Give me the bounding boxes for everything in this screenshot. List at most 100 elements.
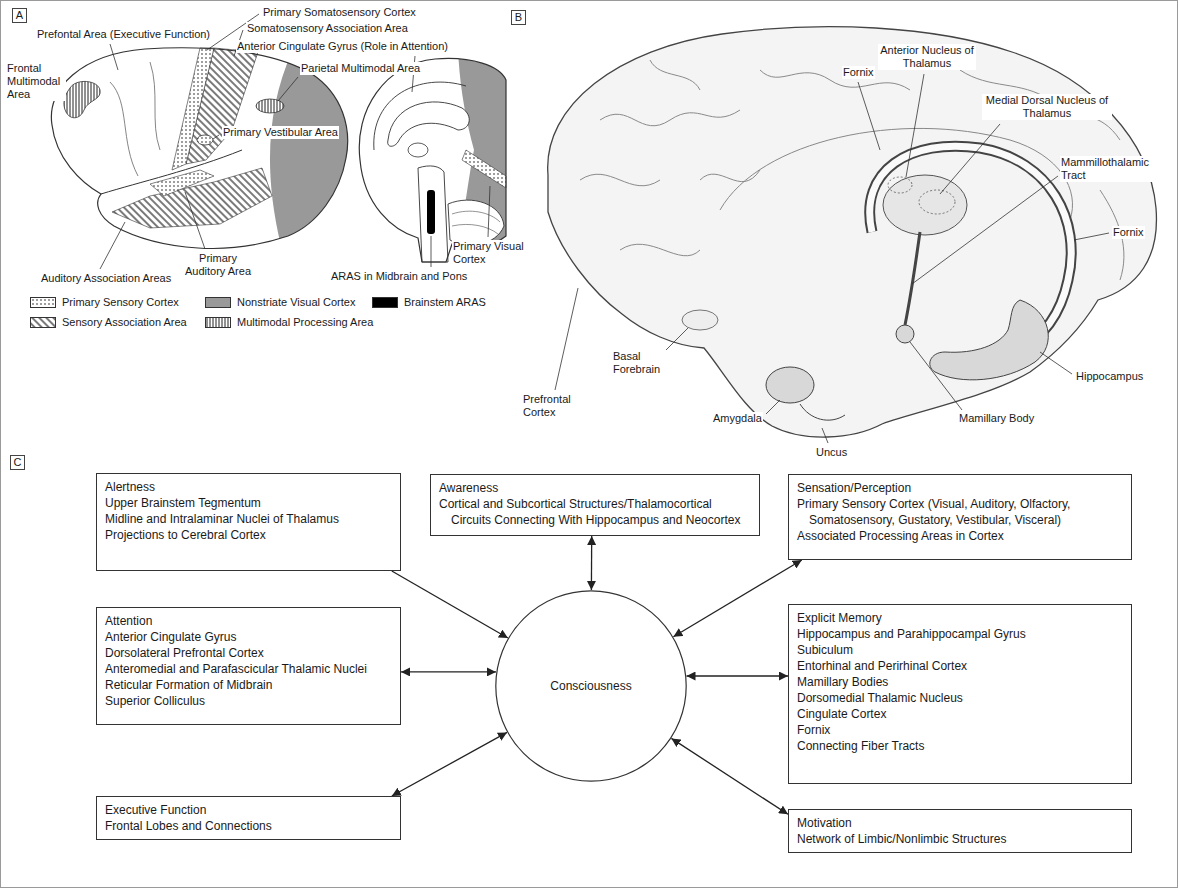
leader-line xyxy=(664,328,688,352)
part-label: Fornix xyxy=(842,66,875,79)
region-box: AwarenessCortical and Subcortical Struct… xyxy=(430,474,760,536)
box-heading: Motivation xyxy=(797,815,1123,831)
sulcus-line xyxy=(110,82,138,176)
sylvian-fissure xyxy=(101,150,242,194)
leader-line xyxy=(488,186,490,237)
connector-arrow xyxy=(392,732,507,796)
legend-text: Nonstriate Visual Cortex xyxy=(237,296,355,309)
leader-line xyxy=(431,236,432,267)
part-label: Anterior Nucleus of Thalamus xyxy=(878,44,976,70)
panel-letter-text: A xyxy=(13,9,26,22)
legend-text: Primary Sensory Cortex xyxy=(62,296,179,309)
brainstem-aras xyxy=(427,190,435,234)
box-item: Primary Sensory Cortex (Visual, Auditory… xyxy=(797,496,1123,528)
part-label: Prefontal Area (Executive Function) xyxy=(36,28,211,41)
legend-swatch xyxy=(30,297,56,308)
box-item: Upper Brainstem Tegmentum xyxy=(105,495,392,511)
basal-forebrain xyxy=(682,310,718,330)
panel-letter-text: B xyxy=(512,11,525,24)
thalamus xyxy=(883,175,967,235)
legend-pattern-fill xyxy=(31,318,55,327)
lateral-brain-outline xyxy=(51,48,347,249)
leader-lines-b xyxy=(555,74,1109,443)
legend-swatch xyxy=(205,297,231,308)
connector-arrow xyxy=(687,675,789,676)
cerebellum-folia xyxy=(452,224,498,234)
circle-label: Consciousness xyxy=(550,678,631,694)
leader-line xyxy=(110,44,118,70)
box-heading: Explicit Memory xyxy=(797,610,1123,626)
box-item: Dorsolateral Prefrontal Cortex xyxy=(105,645,392,661)
region-box: Executive FunctionFrontal Lobes and Conn… xyxy=(96,796,401,840)
uncus xyxy=(800,404,845,420)
part-label: Uncus xyxy=(815,446,848,459)
primary-vestibular-area xyxy=(197,135,213,145)
gyrus-line xyxy=(650,60,700,90)
region-box: AlertnessUpper Brainstem TegmentumMidlin… xyxy=(96,473,401,571)
connector-arrow xyxy=(671,738,788,814)
box-item: Midline and Intralaminar Nuclei of Thala… xyxy=(105,511,392,527)
legend-text: Multimodal Processing Area xyxy=(237,316,373,329)
part-label: Somatosensory Association Area xyxy=(246,22,409,35)
part-label: Mamillary Body xyxy=(958,412,1035,425)
medial-dorsal-nucleus xyxy=(919,190,955,214)
part-label: Primary Vestibular Area xyxy=(222,126,339,139)
gyrus-line xyxy=(620,244,700,256)
sulcus-line xyxy=(150,62,160,150)
part-label: Amygdala xyxy=(712,412,763,425)
legend-pattern xyxy=(31,298,55,307)
box-heading: Alertness xyxy=(105,479,392,495)
box-item: Network of Limbic/Nonlimbic Structures xyxy=(797,831,1123,847)
circle-outline xyxy=(496,591,686,781)
connector-arrow xyxy=(673,560,801,637)
legend-text: Sensory Association Area xyxy=(62,316,187,329)
gyrus-line xyxy=(960,70,1120,140)
cerebellum xyxy=(448,200,504,245)
mamillary-body xyxy=(896,325,914,343)
leader-line xyxy=(1040,352,1072,374)
region-box: AttentionAnterior Cingulate GyrusDorsola… xyxy=(96,607,401,725)
box-heading: Attention xyxy=(105,613,392,629)
primary-auditory-area xyxy=(150,170,214,196)
amygdala xyxy=(766,367,814,403)
part-label: ARAS in Midbrain and Pons xyxy=(330,270,468,283)
part-label: Auditory Association Areas xyxy=(40,272,172,285)
auditory-association-area xyxy=(112,168,272,228)
limbic-brain xyxy=(548,27,1157,437)
brain-outline xyxy=(548,27,1157,437)
legend-swatch xyxy=(30,317,56,328)
leader-line xyxy=(1074,233,1109,240)
legend-swatch xyxy=(372,297,398,308)
part-label: Frontal Multimodal Area xyxy=(6,62,66,101)
box-item: Anterior Cingulate Gyrus xyxy=(105,629,392,645)
gyrus-line xyxy=(760,70,910,90)
region-box: Explicit MemoryHippocampus and Parahippo… xyxy=(788,604,1132,784)
gyrus-line xyxy=(580,174,660,186)
box-item: Hippocampus and Parahippocampal Gyrus xyxy=(797,626,1123,642)
leader-line xyxy=(100,222,125,269)
box-item: Associated Processing Areas in Cortex xyxy=(797,528,1123,544)
part-label: Basal Forebrain xyxy=(612,350,670,376)
connector-arrow xyxy=(591,536,593,590)
leader-line xyxy=(858,82,880,150)
leader-lines-a xyxy=(38,14,490,269)
legend-text: Brainstem ARAS xyxy=(404,296,486,309)
leader-line xyxy=(940,124,1000,194)
nonstriate-visual-region xyxy=(270,52,360,250)
part-label: Fornix xyxy=(1112,226,1145,239)
box-heading: Sensation/Perception xyxy=(797,480,1123,496)
box-item: Superior Colliculus xyxy=(105,693,392,709)
part-label: Hippocampus xyxy=(1075,370,1144,383)
box-item: Fornix xyxy=(797,722,1123,738)
part-label: Primary Somatosensory Cortex xyxy=(262,6,417,19)
leader-line xyxy=(906,74,924,177)
box-item: Mamillary Bodies xyxy=(797,674,1123,690)
leader-line xyxy=(766,400,780,414)
leader-line xyxy=(555,288,578,390)
connector-arrow xyxy=(401,671,496,672)
consciousness-circle: Consciousness xyxy=(495,590,687,782)
panel-letter: B xyxy=(511,10,526,25)
leader-line xyxy=(185,192,205,249)
